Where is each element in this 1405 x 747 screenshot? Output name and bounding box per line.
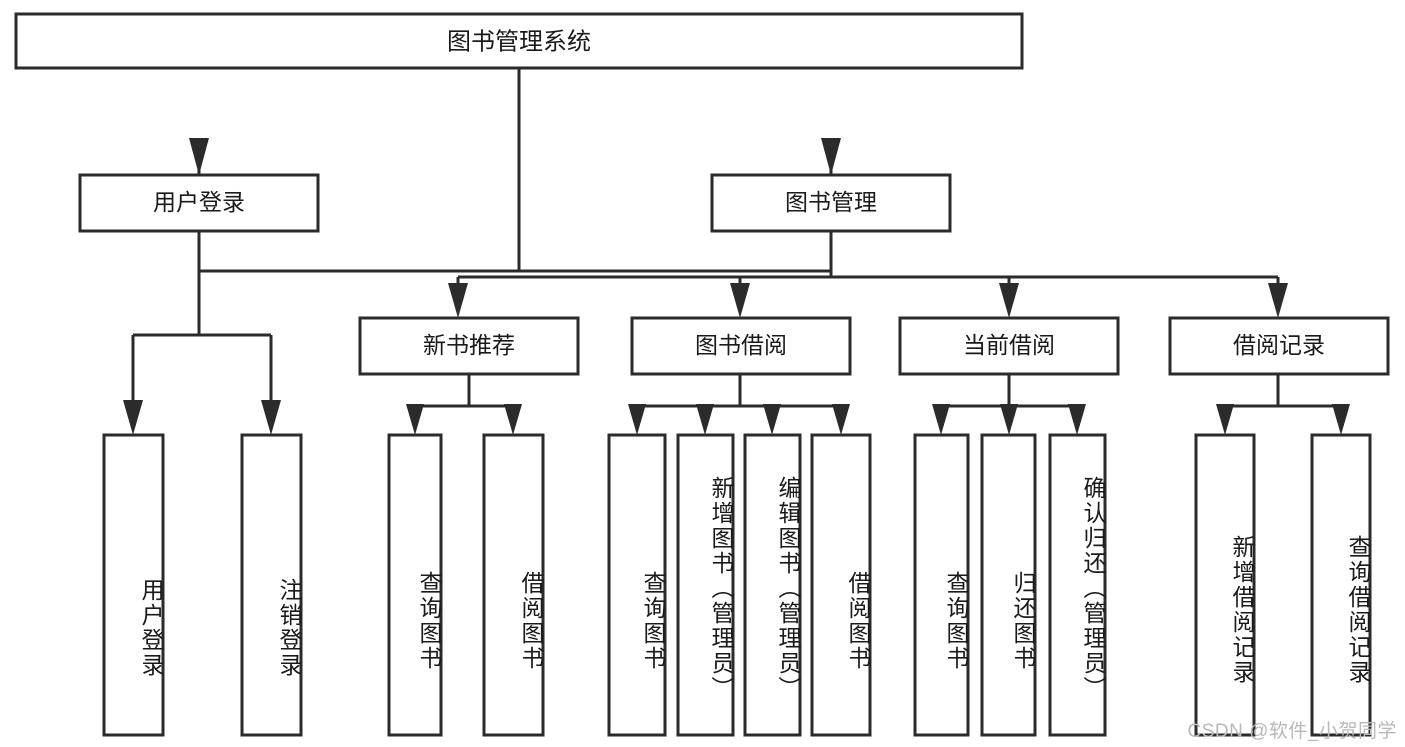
arrow-head-cb-confirm (1068, 404, 1086, 435)
arrow-head-borrowbook (730, 283, 750, 318)
arrow-head-cb-return (1000, 404, 1018, 435)
arrow-head-bb-add (696, 404, 714, 435)
node-book-management-label: 图书管理 (785, 189, 877, 215)
node-new-book-recommend-label: 新书推荐 (423, 332, 515, 358)
node-book-management[interactable]: 图书管理 (710, 173, 952, 233)
leaf-box-user-login[interactable] (102, 433, 165, 737)
node-root-box[interactable] (14, 12, 1024, 70)
node-root[interactable]: 图书管理系统 (14, 12, 1024, 70)
arrow-head-currentborrow (999, 283, 1019, 318)
leaf-box-cb-return-book[interactable] (980, 433, 1037, 737)
leaf-box-br-add-record[interactable] (1194, 433, 1256, 737)
arrow-head-leaf-userlogin (123, 400, 143, 435)
leaf-box-nb-query-book[interactable] (387, 433, 443, 737)
leaf-box-cb-query-book[interactable] (913, 433, 970, 737)
arrow-head-borrowrecord (1268, 283, 1288, 318)
arrow-head-br-query (1332, 404, 1350, 435)
arrow-head-bookmgmt (821, 138, 841, 175)
node-borrow-record[interactable]: 借阅记录 (1168, 316, 1390, 376)
node-book-borrow[interactable]: 图书借阅 (630, 316, 852, 376)
leaf-box-br-query-record[interactable] (1310, 433, 1372, 737)
arrow-head-bb-borrow (832, 404, 850, 435)
leaf-box-logout[interactable] (240, 433, 303, 737)
node-current-borrow[interactable]: 当前借阅 (898, 316, 1120, 376)
arrow-head-bb-edit (763, 404, 781, 435)
node-root-label: 图书管理系统 (447, 28, 591, 55)
leaf-box-bb-query-book[interactable] (607, 433, 667, 737)
node-new-book-recommend[interactable]: 新书推荐 (358, 316, 580, 376)
node-book-borrow-box[interactable] (630, 316, 852, 376)
arrow-head-newbook (448, 283, 468, 318)
arrow-head-bb-query (628, 404, 646, 435)
node-current-borrow-label: 当前借阅 (963, 332, 1055, 358)
node-user-login-box[interactable] (78, 173, 320, 233)
arrow-head-userlogin (189, 138, 209, 175)
leaf-box-bb-borrow-book[interactable] (810, 433, 872, 737)
arrow-head-br-add (1216, 404, 1234, 435)
node-book-borrow-label: 图书借阅 (695, 332, 787, 358)
node-user-login-label: 用户登录 (153, 189, 245, 215)
node-new-book-recommend-box[interactable] (358, 316, 580, 376)
arrow-head-nb-borrow (504, 404, 522, 435)
connectors-group (123, 68, 1350, 435)
csdn-watermark: CSDN @软件_小贺同学 (1187, 721, 1397, 742)
arrow-head-cb-query (932, 404, 950, 435)
leaf-box-cb-confirm-return[interactable] (1048, 433, 1107, 737)
leaf-boxes-group (102, 433, 1372, 737)
node-current-borrow-box[interactable] (898, 316, 1120, 376)
node-borrow-record-box[interactable] (1168, 316, 1390, 376)
node-user-login[interactable]: 用户登录 (78, 173, 320, 233)
arrow-head-nb-query (406, 404, 424, 435)
leaf-box-bb-add-book[interactable] (676, 433, 735, 737)
leaf-box-bb-edit-book[interactable] (743, 433, 802, 737)
node-book-management-box[interactable] (710, 173, 952, 233)
leaf-box-nb-borrow-book[interactable] (482, 433, 545, 737)
node-borrow-record-label: 借阅记录 (1233, 332, 1325, 358)
arrow-head-leaf-logout (261, 400, 281, 435)
